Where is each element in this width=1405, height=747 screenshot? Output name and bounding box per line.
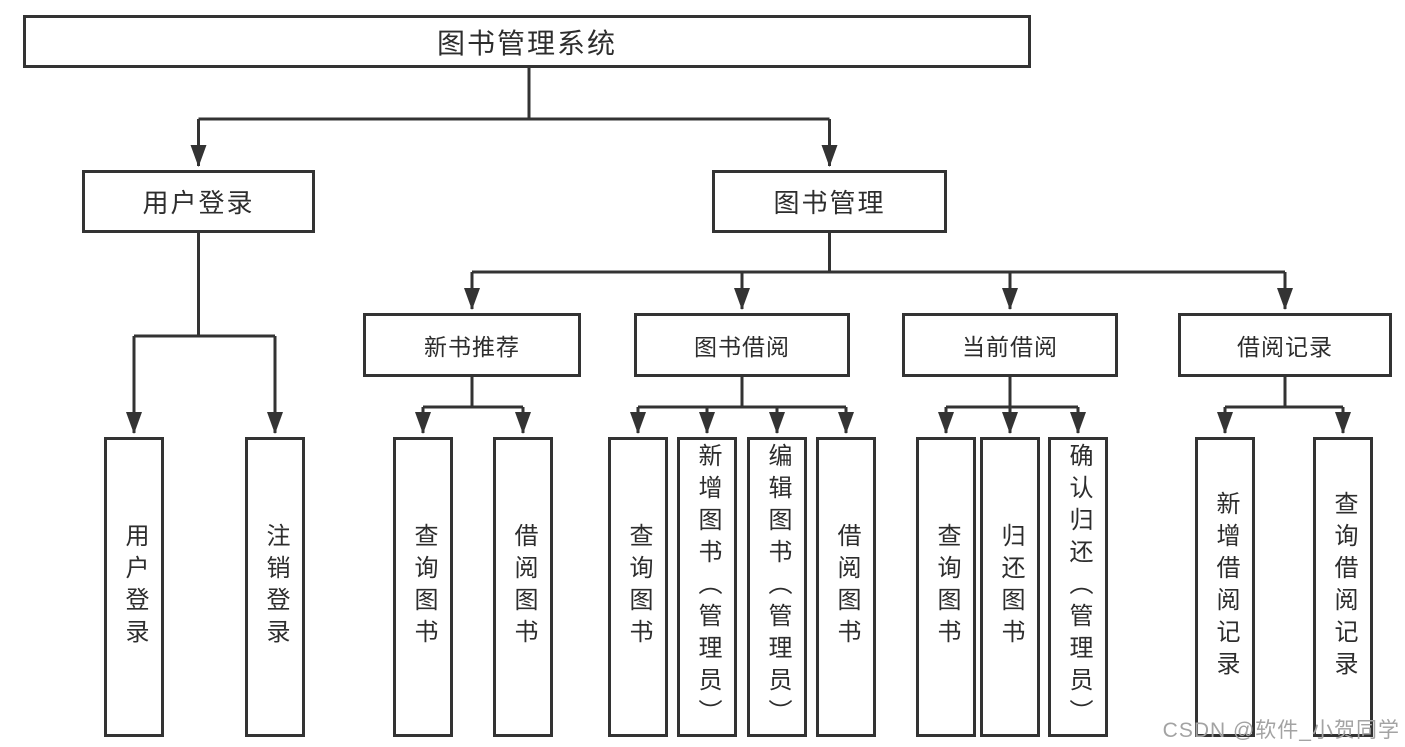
- node-label: 注销登录: [262, 523, 289, 651]
- node-new-book-recommend: 新书推荐: [363, 313, 581, 377]
- node-label: 借阅记录: [1237, 334, 1333, 360]
- node-label: 用户登录: [142, 188, 255, 218]
- leaf-edit-books-admin: 编辑图书（管理员）: [747, 437, 807, 737]
- node-user-login: 用户登录: [82, 170, 315, 233]
- leaf-confirm-return-admin: 确认归还（管理员）: [1048, 437, 1108, 737]
- leaf-query-books-borrowing: 查询图书: [608, 437, 668, 737]
- leaf-return-books: 归还图书: [980, 437, 1040, 737]
- node-label: 查询图书: [625, 523, 652, 651]
- node-label: 图书管理: [773, 188, 886, 218]
- node-label: 新增图书（管理员）: [694, 443, 721, 731]
- node-label: 新书推荐: [424, 334, 520, 360]
- leaf-borrow-books: 借阅图书: [816, 437, 876, 737]
- leaf-user-login: 用户登录: [104, 437, 164, 737]
- leaf-add-books-admin: 新增图书（管理员）: [677, 437, 737, 737]
- leaf-borrow-books-recommend: 借阅图书: [493, 437, 553, 737]
- node-current-borrowing: 当前借阅: [902, 313, 1118, 377]
- node-label: 查询图书: [933, 523, 960, 651]
- node-label: 借阅图书: [833, 523, 860, 651]
- leaf-logout: 注销登录: [245, 437, 305, 737]
- node-label: 查询借阅记录: [1330, 491, 1357, 683]
- node-label: 确认归还（管理员）: [1065, 443, 1092, 731]
- node-label: 图书管理系统: [436, 27, 617, 59]
- node-book-borrowing: 图书借阅: [634, 313, 850, 377]
- node-label: 归还图书: [997, 523, 1024, 651]
- node-label: 用户登录: [121, 523, 148, 651]
- leaf-query-books-current: 查询图书: [916, 437, 976, 737]
- node-label: 新增借阅记录: [1212, 491, 1239, 683]
- node-library-management-system: 图书管理系统: [23, 15, 1031, 68]
- leaf-add-borrow-record: 新增借阅记录: [1195, 437, 1255, 737]
- leaf-query-borrow-record: 查询借阅记录: [1313, 437, 1373, 737]
- node-label: 编辑图书（管理员）: [764, 443, 791, 731]
- leaf-query-books-recommend: 查询图书: [393, 437, 453, 737]
- node-label: 查询图书: [410, 523, 437, 651]
- node-label: 图书借阅: [694, 334, 790, 360]
- node-label: 借阅图书: [510, 523, 537, 651]
- node-book-management: 图书管理: [712, 170, 947, 233]
- node-label: 当前借阅: [962, 334, 1058, 360]
- csdn-watermark: CSDN @软件_小贺同学: [1162, 719, 1400, 742]
- node-borrowing-records: 借阅记录: [1178, 313, 1392, 377]
